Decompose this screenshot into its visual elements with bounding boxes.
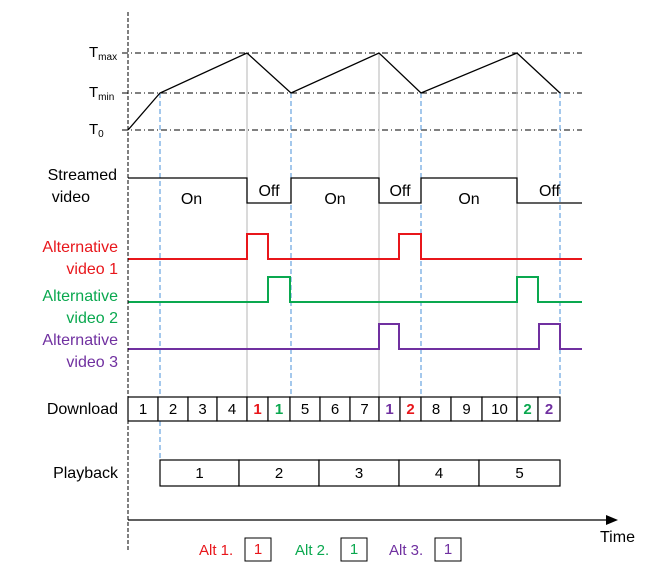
playback-cell-3-label: 3 xyxy=(355,465,363,482)
download-cell-4 xyxy=(216,396,248,422)
legend-alt1-box-label: 1 xyxy=(254,541,262,558)
alternative-video-1-label-line2: video 1 xyxy=(66,261,118,278)
legend-alt2-box xyxy=(340,537,368,562)
download-cell-13-label: 9 xyxy=(462,401,470,418)
download-cell-2-label: 2 xyxy=(169,401,177,418)
alternative-video-1-signal xyxy=(128,233,582,260)
time-axis-label: Time xyxy=(600,529,635,546)
download-cell-4-label: 4 xyxy=(228,401,236,418)
alternative-video-2-row: Alternative video 2 xyxy=(42,276,582,327)
streamed-state-off-6: Off xyxy=(539,183,561,200)
download-cell-16 xyxy=(537,396,561,422)
playback-cell-5 xyxy=(478,459,561,487)
alternative-video-3-signal xyxy=(128,323,582,350)
playback-row: Playback 1 2 3 4 5 xyxy=(53,459,561,487)
download-cell-5-label: 1 xyxy=(253,401,261,418)
alternative-video-1-row: Alternative video 1 xyxy=(42,233,582,278)
legend-alt3-box-label: 1 xyxy=(444,541,452,558)
streamed-state-on-3: On xyxy=(324,191,345,208)
playback-cell-1 xyxy=(159,459,240,487)
download-cell-3-label: 3 xyxy=(198,401,206,418)
download-cell-12-label: 8 xyxy=(432,401,440,418)
streamed-state-on-1: On xyxy=(181,191,202,208)
playback-cell-2-label: 2 xyxy=(275,465,283,482)
download-cell-7 xyxy=(289,396,321,422)
download-cell-16-label: 2 xyxy=(545,401,553,418)
download-cell-11-label: 2 xyxy=(406,401,414,418)
streamed-state-labels: On Off On Off On Off xyxy=(181,183,561,208)
streamed-state-on-5: On xyxy=(458,191,479,208)
download-cell-3 xyxy=(187,396,218,422)
playback-cell-4 xyxy=(398,459,480,487)
alternative-video-1-label-line1: Alternative xyxy=(42,239,118,256)
streamed-state-off-2: Off xyxy=(258,183,280,200)
legend-alt2-box-label: 1 xyxy=(350,541,358,558)
legend: Alt 1. 1 Alt 2. 1 Alt 3. 1 xyxy=(199,537,462,562)
alternative-video-2-label-line1: Alternative xyxy=(42,288,118,305)
playback-cell-1-label: 1 xyxy=(195,465,203,482)
download-cell-9-label: 7 xyxy=(360,401,368,418)
alternative-video-3-row: Alternative video 3 xyxy=(42,323,582,371)
playback-cell-4-label: 4 xyxy=(435,465,443,482)
buffer-level-curve xyxy=(127,52,561,131)
download-label: Download xyxy=(47,401,118,418)
playback-label: Playback xyxy=(53,465,119,482)
streamed-video-row: Streamed video On Off On Off On Off xyxy=(48,167,582,208)
playback-cell-3 xyxy=(318,459,400,487)
time-axis-arrowhead xyxy=(606,515,618,525)
tmin-label: Tmin xyxy=(89,84,114,103)
playback-cell-5-label: 5 xyxy=(515,465,523,482)
tmax-label: Tmax xyxy=(89,44,117,63)
streamed-video-label-line2: video xyxy=(52,189,90,206)
download-cell-6-label: 1 xyxy=(275,401,283,418)
legend-alt3-label: Alt 3. xyxy=(389,542,423,559)
buffer-level-labels: Tmax Tmin T0 xyxy=(89,44,117,140)
download-cell-8-label: 6 xyxy=(331,401,339,418)
legend-alt1-label: Alt 1. xyxy=(199,542,233,559)
streamed-state-off-4: Off xyxy=(389,183,411,200)
download-cell-10-label: 1 xyxy=(385,401,393,418)
streamed-video-signal xyxy=(128,177,582,204)
legend-alt1-box xyxy=(244,537,272,562)
alternative-video-3-label-line2: video 3 xyxy=(66,354,118,371)
streamed-video-label-line1: Streamed xyxy=(48,167,117,184)
alternative-video-2-label-line2: video 2 xyxy=(66,310,118,327)
playback-cell-2 xyxy=(238,459,320,487)
download-cell-14-label: 10 xyxy=(491,401,508,418)
guide-lines xyxy=(122,52,582,485)
download-cell-7-label: 5 xyxy=(301,401,309,418)
download-cell-1-label: 1 xyxy=(139,401,147,418)
download-cell-15-label: 2 xyxy=(523,401,531,418)
alternative-video-3-label-line1: Alternative xyxy=(42,332,118,349)
alternative-video-2-signal xyxy=(128,276,582,303)
legend-alt2-label: Alt 2. xyxy=(295,542,329,559)
download-cell-12 xyxy=(420,396,452,422)
legend-alt3-box xyxy=(434,537,462,562)
download-cell-14 xyxy=(481,396,518,422)
t0-label: T0 xyxy=(89,121,104,140)
